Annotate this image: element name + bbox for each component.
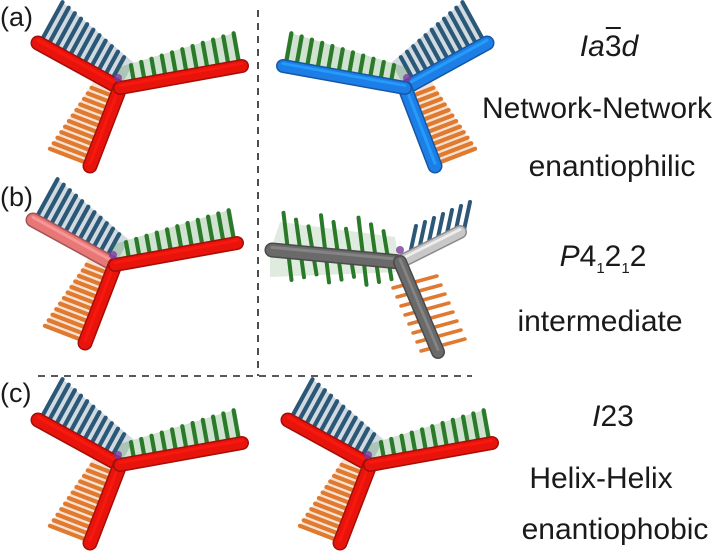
molecule-c-left-backbone-1-highlight	[36, 415, 122, 464]
molecule-c-left-junction-marker	[114, 451, 122, 459]
molecule-a-left-arm3-fan	[116, 32, 242, 88]
molecule-c-right	[280, 377, 499, 551]
molecule-c-left-arm1-chain	[37, 377, 65, 424]
molecule-a-right-backbone-1-highlight	[403, 38, 489, 87]
molecule-a-left-backbone-2-highlight	[88, 83, 122, 165]
molecule-a-right-backbone-3	[277, 60, 411, 94]
molecule-c-right-backbone-3	[364, 437, 498, 471]
molecule-c-left-backbone-2-highlight	[88, 460, 122, 542]
molecule-a-left-arm1-chain	[44, 5, 71, 50]
molecule-a-left	[30, 0, 249, 174]
molecule-b-right-orange-chain	[419, 337, 467, 353]
space-group-a: Ia3d	[579, 27, 639, 63]
space-group-b: P41212	[559, 240, 647, 277]
philicity-a: enantiophilic	[528, 150, 696, 183]
molecule-a-right-backbone-3-highlight	[281, 62, 407, 87]
molecule-b-right-backbone-down-highlight	[398, 258, 440, 351]
molecule-a-right	[276, 0, 495, 174]
molecule-a-right-arm3-fan	[283, 32, 409, 88]
panel-label-b: (b)	[0, 182, 33, 212]
relation-c: Helix-Helix	[529, 462, 673, 495]
molecule-b-left-junction-marker	[109, 251, 117, 259]
molecule-a-left-backbone-3-highlight	[118, 62, 244, 87]
molecule-a-right-junction-marker	[403, 74, 411, 82]
molecule-b-right-blue-chain	[462, 200, 472, 232]
molecule-c-right-backbone-2-highlight	[338, 460, 372, 542]
molecule-b-left-backbone-1-highlight	[31, 215, 117, 264]
relation-b: intermediate	[517, 305, 683, 338]
molecule-b-left-arm1-chain	[39, 182, 66, 227]
molecule-a-left-backbone-1	[32, 37, 126, 94]
relation-a: Network-Network	[481, 92, 713, 125]
molecule-b-right-backbone-left-highlight	[270, 245, 402, 261]
molecule-c-right-arm3-fan	[366, 409, 492, 465]
molecule-c-left	[30, 377, 249, 551]
molecule-b-left-backbone-2-highlight	[83, 260, 117, 342]
molecule-c-left-backbone-3-highlight	[118, 439, 244, 464]
molecule-c-left-backbone-3	[114, 437, 248, 471]
molecule-a-right-arm1-chain	[454, 5, 481, 50]
molecule-a-left-junction-marker	[114, 74, 122, 82]
molecule-b-right	[264, 200, 472, 359]
molecule-b-right-junction-marker	[396, 246, 404, 254]
molecule-b-left-arm1-chain	[32, 177, 60, 224]
molecule-b-left-backbone-3	[109, 237, 243, 271]
molecule-a-left-backbone-3	[114, 60, 248, 94]
molecule-c-right-backbone-1-highlight	[286, 415, 372, 464]
molecule-a-left-backbone-1-highlight	[36, 38, 122, 87]
panel-label-a: (a)	[0, 2, 33, 32]
molecule-b-left-arm3-fan	[111, 209, 237, 265]
molecule-b-left	[25, 177, 244, 351]
molecule-a-right-backbone-2-highlight	[403, 83, 437, 165]
molecule-a-right-backbone-1	[399, 37, 493, 94]
molecule-c-right-junction-marker	[364, 451, 372, 459]
philicity-c: enantiophobic	[521, 513, 709, 546]
molecule-b-right-backbone-up-highlight	[398, 228, 462, 261]
molecule-a-right-arm1-chain	[460, 0, 488, 47]
molecule-c-right-backbone-1	[282, 414, 376, 471]
molecule-c-right-arm1-chain	[294, 382, 321, 427]
space-group-c: I23	[592, 400, 634, 433]
molecule-a-left-arm1-chain	[37, 0, 65, 47]
molecule-c-right-backbone-3-highlight	[368, 439, 494, 464]
molecule-c-left-arm3-fan	[116, 409, 242, 465]
molecule-c-right-arm1-chain	[287, 377, 315, 424]
molecule-b-left-backbone-1	[27, 214, 121, 271]
molecule-b-left-backbone-3-highlight	[113, 239, 239, 264]
molecule-b-right-backbone-up	[394, 226, 466, 268]
molecule-b-right-backbone-left	[266, 244, 406, 268]
molecule-c-left-arm1-chain	[44, 382, 71, 427]
molecule-c-left-backbone-1	[32, 414, 126, 471]
panel-label-c: (c)	[0, 378, 32, 408]
molecule-b-right-orange-chain	[415, 328, 463, 344]
